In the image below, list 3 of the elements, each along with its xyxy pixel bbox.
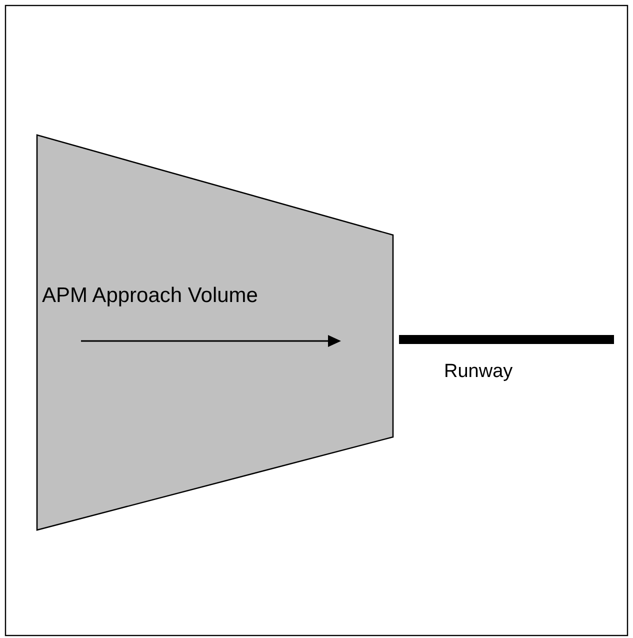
runway-label: Runway bbox=[444, 361, 513, 383]
volume-label: APM Approach Volume bbox=[42, 284, 258, 308]
runway-bar bbox=[399, 335, 614, 344]
